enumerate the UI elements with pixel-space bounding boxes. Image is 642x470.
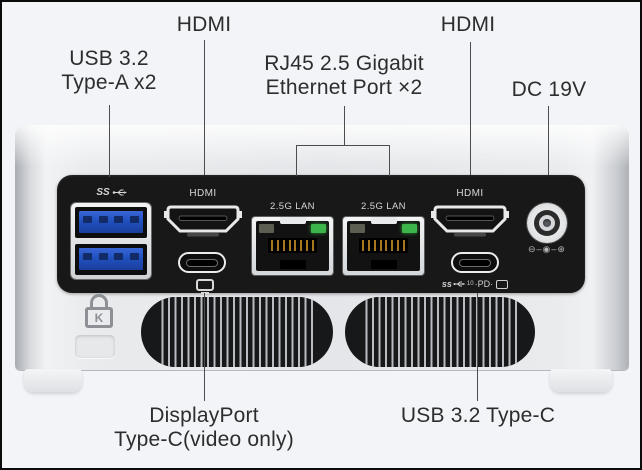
kensington-slot — [75, 335, 115, 358]
leader-hdmi-right — [470, 42, 471, 175]
rj45-cavity — [256, 221, 329, 271]
display-icon — [496, 279, 509, 289]
usb-a-ports — [71, 203, 151, 279]
dc-jack-hole — [543, 219, 551, 227]
kensington-lock-icon: K — [84, 294, 114, 332]
callout-usb-typec: USB 3.2 Type-C — [400, 404, 556, 427]
lan-port-right-label: 2.5G LAN — [361, 201, 406, 212]
usb-a-tongue — [79, 211, 143, 233]
rj45-cavity — [347, 221, 420, 271]
dc-power-jack — [527, 203, 567, 243]
hdmi-port-left — [164, 205, 242, 237]
lan-led-link — [311, 224, 326, 233]
display-icon-stand — [201, 292, 209, 294]
leader-ethernet-stem — [344, 106, 345, 145]
leader-usb-typec — [477, 293, 478, 401]
rj45-tab-slot — [279, 260, 306, 269]
chassis-top-highlight — [15, 125, 629, 167]
lan-port-left — [252, 217, 333, 275]
vent-grille-left — [141, 297, 333, 367]
callout-ethernet-line2: Ethernet Port ×2 — [265, 76, 423, 99]
usb-a-port-top — [75, 207, 147, 238]
usbc-slot — [460, 259, 490, 266]
usbc-caption: ss 10 ·PD· — [436, 277, 514, 291]
leader-usb-a — [109, 105, 110, 177]
usbc-speed-text: 10 — [466, 281, 474, 287]
usb-a-tongue — [79, 248, 143, 270]
kensington-k: K — [94, 310, 104, 325]
dc-polarity-icon: ⊖–◉–⊕ — [528, 244, 566, 254]
rj45-tab-slot — [370, 260, 397, 269]
usb-ss-text: SS — [96, 186, 110, 198]
usbc-port-data — [451, 252, 499, 273]
leader-displayport-typec — [204, 293, 205, 401]
callout-hdmi-right: HDMI — [440, 13, 496, 36]
display-icon — [196, 279, 214, 291]
lan-port-right — [343, 217, 424, 275]
usbc-pd-text: ·PD· — [474, 279, 494, 289]
rj45-bezel-notch — [370, 217, 397, 224]
rj45-pins — [359, 238, 408, 253]
leader-ethernet-right — [389, 145, 390, 176]
callout-usb-a-line2: Type-A x2 — [61, 71, 157, 94]
usb-superspeed-icon: SS — [88, 186, 136, 198]
leader-dc-power — [548, 106, 549, 175]
lan-led-activity — [259, 224, 274, 233]
usbc-port-displayport — [178, 252, 226, 273]
callout-dc-power: DC 19V — [511, 78, 587, 101]
lock-shackle — [90, 294, 108, 307]
hdmi-port-left-label: HDMI — [189, 188, 217, 199]
rj45-pins — [268, 238, 317, 253]
callout-ethernet-line1: RJ45 2.5 Gigabit — [264, 52, 424, 75]
leader-hdmi-left — [204, 40, 205, 175]
callout-dp-line2: Type-C(video only) — [114, 428, 294, 451]
callout-usb-a-line1: USB 3.2 — [69, 47, 149, 70]
leader-ethernet-left — [296, 145, 297, 176]
hdmi-port-right — [431, 205, 509, 237]
callout-displayport-typec: DisplayPort Type-C(video only) — [99, 404, 309, 452]
lan-led-link — [402, 224, 417, 233]
callout-hdmi-left: HDMI — [176, 13, 232, 36]
leader-ethernet-branch — [296, 145, 390, 146]
usbc-slot — [187, 259, 217, 266]
usb-trident-icon — [453, 281, 466, 287]
lan-led-activity — [350, 224, 365, 233]
lock-body: K — [85, 307, 113, 328]
rj45-bezel-notch — [279, 217, 306, 224]
usb-a-pins — [83, 216, 139, 223]
callout-ethernet: RJ45 2.5 Gigabit Ethernet Port ×2 — [244, 52, 444, 100]
vent-slats-right — [361, 297, 519, 367]
vent-grille-right — [345, 297, 535, 367]
usb-trident-icon — [112, 189, 127, 195]
foot-right — [550, 369, 612, 392]
usb-a-port-bottom — [75, 244, 147, 275]
usb-a-pins — [83, 253, 139, 260]
vent-slats-left — [157, 297, 317, 367]
foot-left — [24, 369, 82, 392]
lan-port-left-label: 2.5G LAN — [270, 201, 315, 212]
callout-dp-line1: DisplayPort — [149, 404, 259, 427]
usbc-ss-text: ss — [441, 279, 452, 289]
hdmi-port-right-label: HDMI — [456, 188, 484, 199]
callout-usb-a: USB 3.2 Type-A x2 — [44, 47, 174, 95]
